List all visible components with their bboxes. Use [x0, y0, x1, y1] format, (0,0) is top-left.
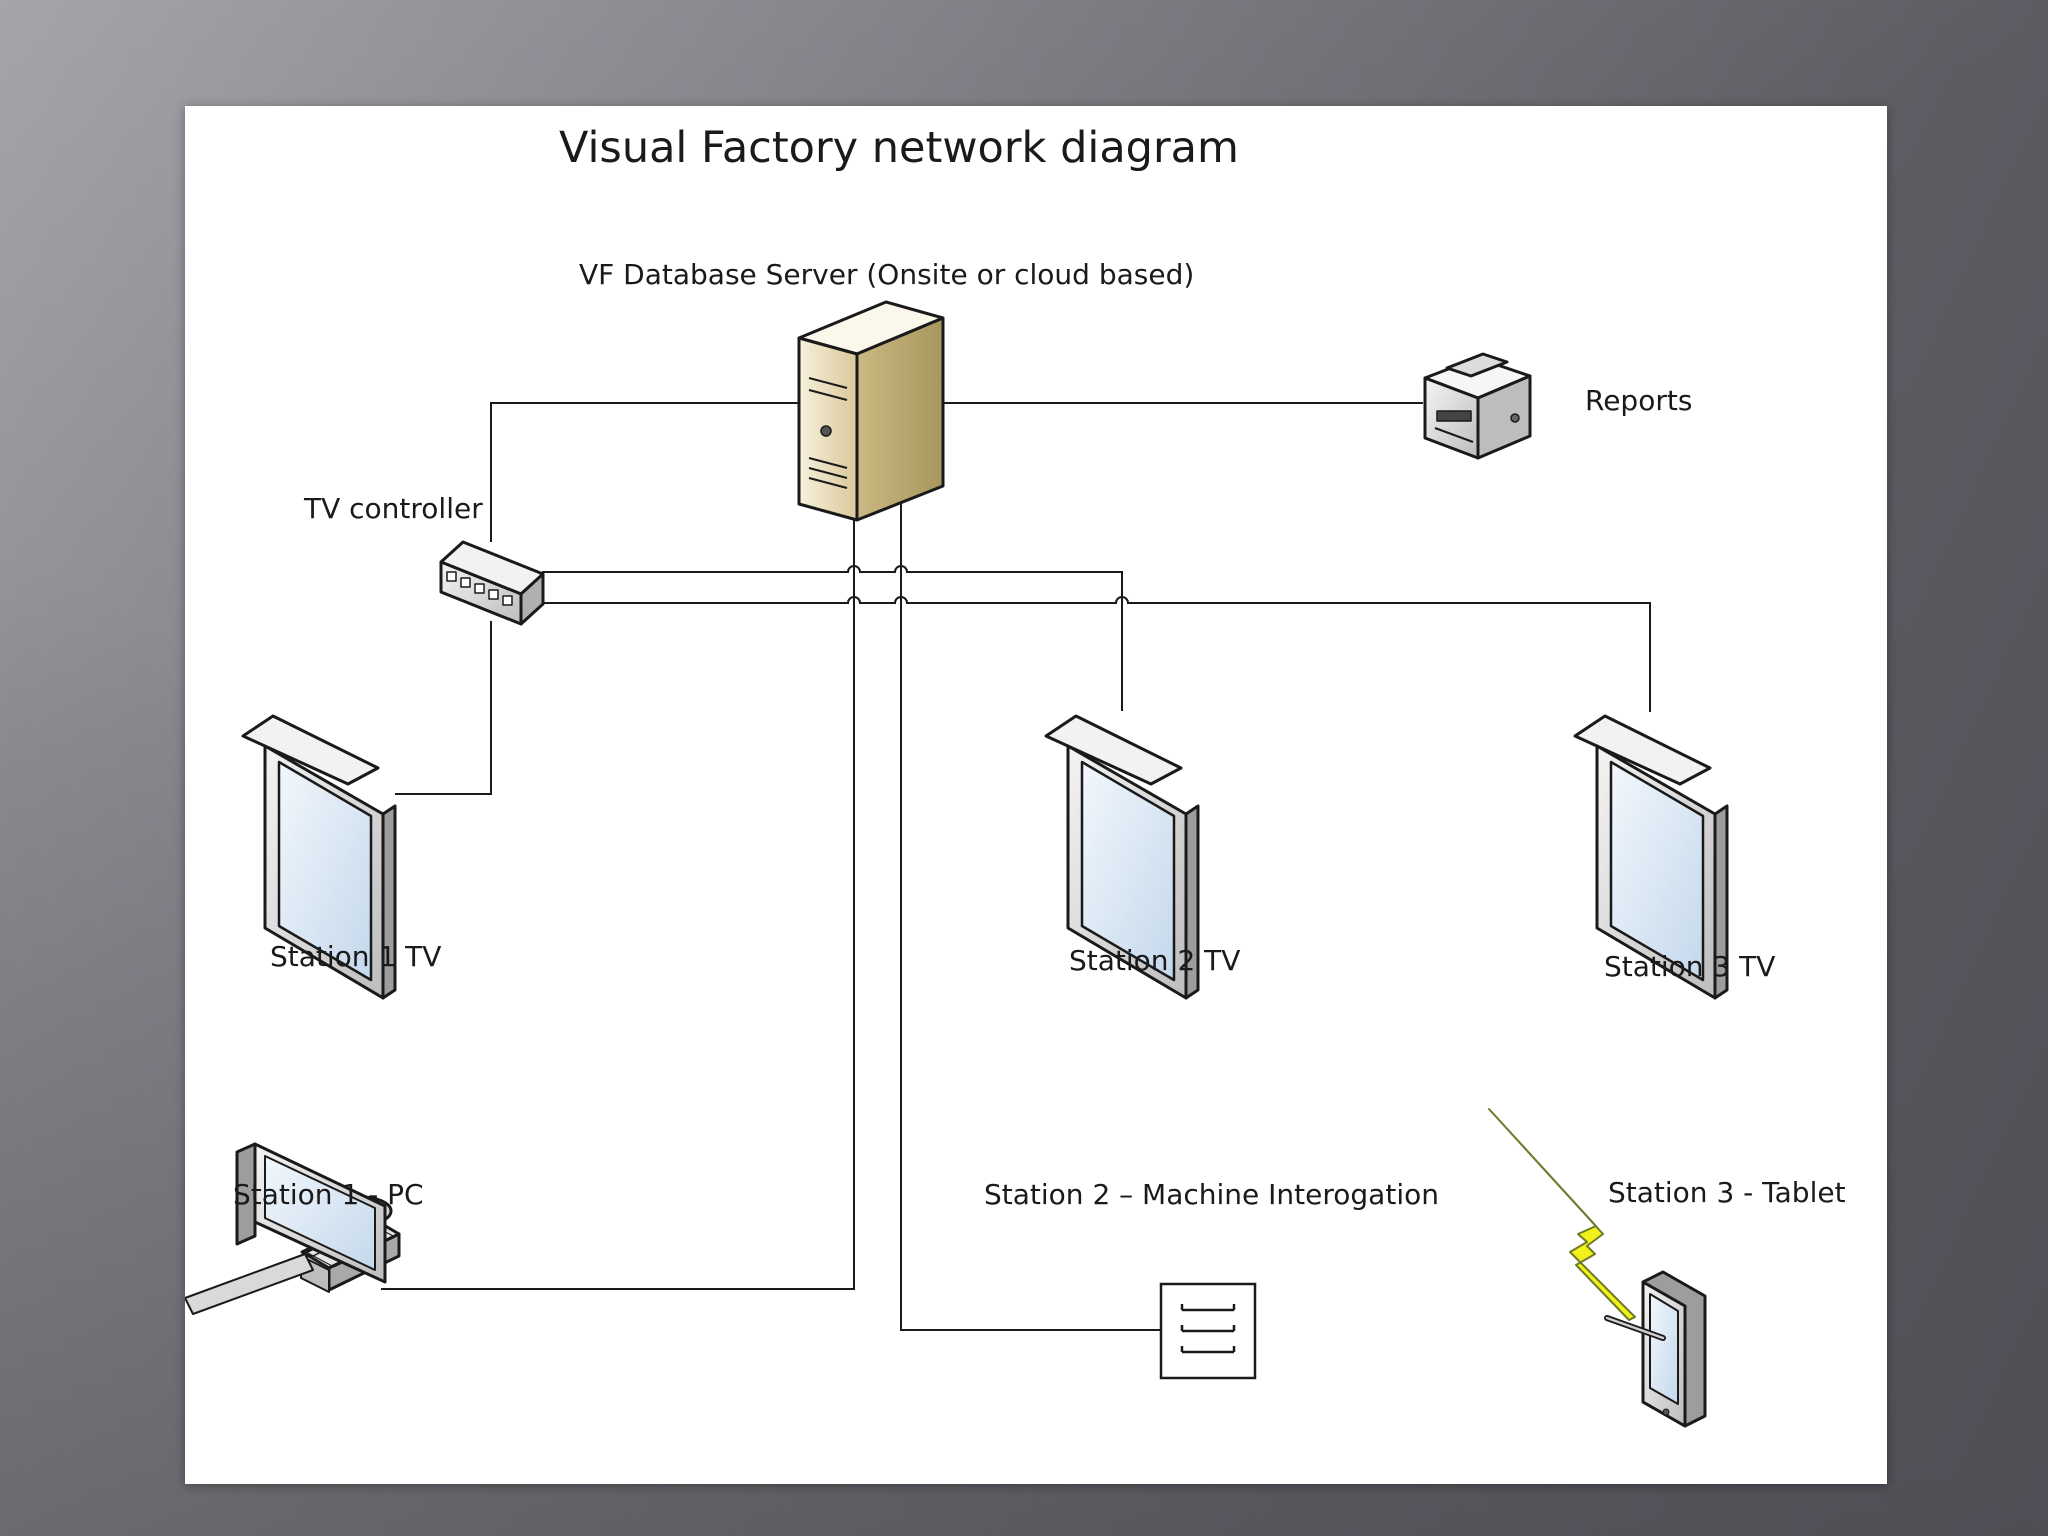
monitor-icon: [241, 714, 397, 1000]
monitor-icon: [1573, 714, 1729, 1000]
link-server-station1-pc: [381, 504, 855, 1290]
link-tv-controller-station3-tv: [542, 596, 1651, 712]
link-tv-controller-station2-tv: [542, 565, 1123, 711]
link-server-tv-controller: [490, 402, 803, 542]
lightning-bolt-icon: [1488, 1108, 1636, 1321]
network-switch-icon: [439, 540, 545, 626]
station3-tv-label: Station 3 TV: [1604, 950, 1776, 983]
connection-lines: [381, 402, 1651, 1331]
desktop-pc-icon: [185, 1142, 401, 1315]
tablet-icon: [1604, 1270, 1707, 1428]
link-tv-controller-station1-tv: [395, 621, 492, 795]
network-diagram: [185, 300, 1729, 1428]
server-label: VF Database Server (Onsite or cloud base…: [579, 258, 1195, 291]
machine-interface-icon: [1159, 1282, 1257, 1380]
station2-tv-label: Station 2 TV: [1069, 944, 1241, 977]
station2-machine-label: Station 2 – Machine Interogation: [984, 1178, 1439, 1211]
station1-pc-label: Station 1 - PC: [233, 1178, 424, 1211]
tv-controller-label: TV controller: [304, 492, 483, 525]
slide-canvas: Visual Factory network diagram VF Databa…: [185, 106, 1887, 1484]
reports-label: Reports: [1585, 384, 1693, 417]
diagram-title: Visual Factory network diagram: [559, 123, 1239, 173]
server-icon: [797, 300, 945, 522]
link-server-station2-machine: [900, 479, 1161, 1331]
station1-tv-label: Station 1 TV: [270, 940, 442, 973]
printer-icon: [1423, 352, 1532, 460]
station3-tablet-label: Station 3 - Tablet: [1608, 1176, 1846, 1209]
monitor-icon: [1044, 714, 1200, 1000]
